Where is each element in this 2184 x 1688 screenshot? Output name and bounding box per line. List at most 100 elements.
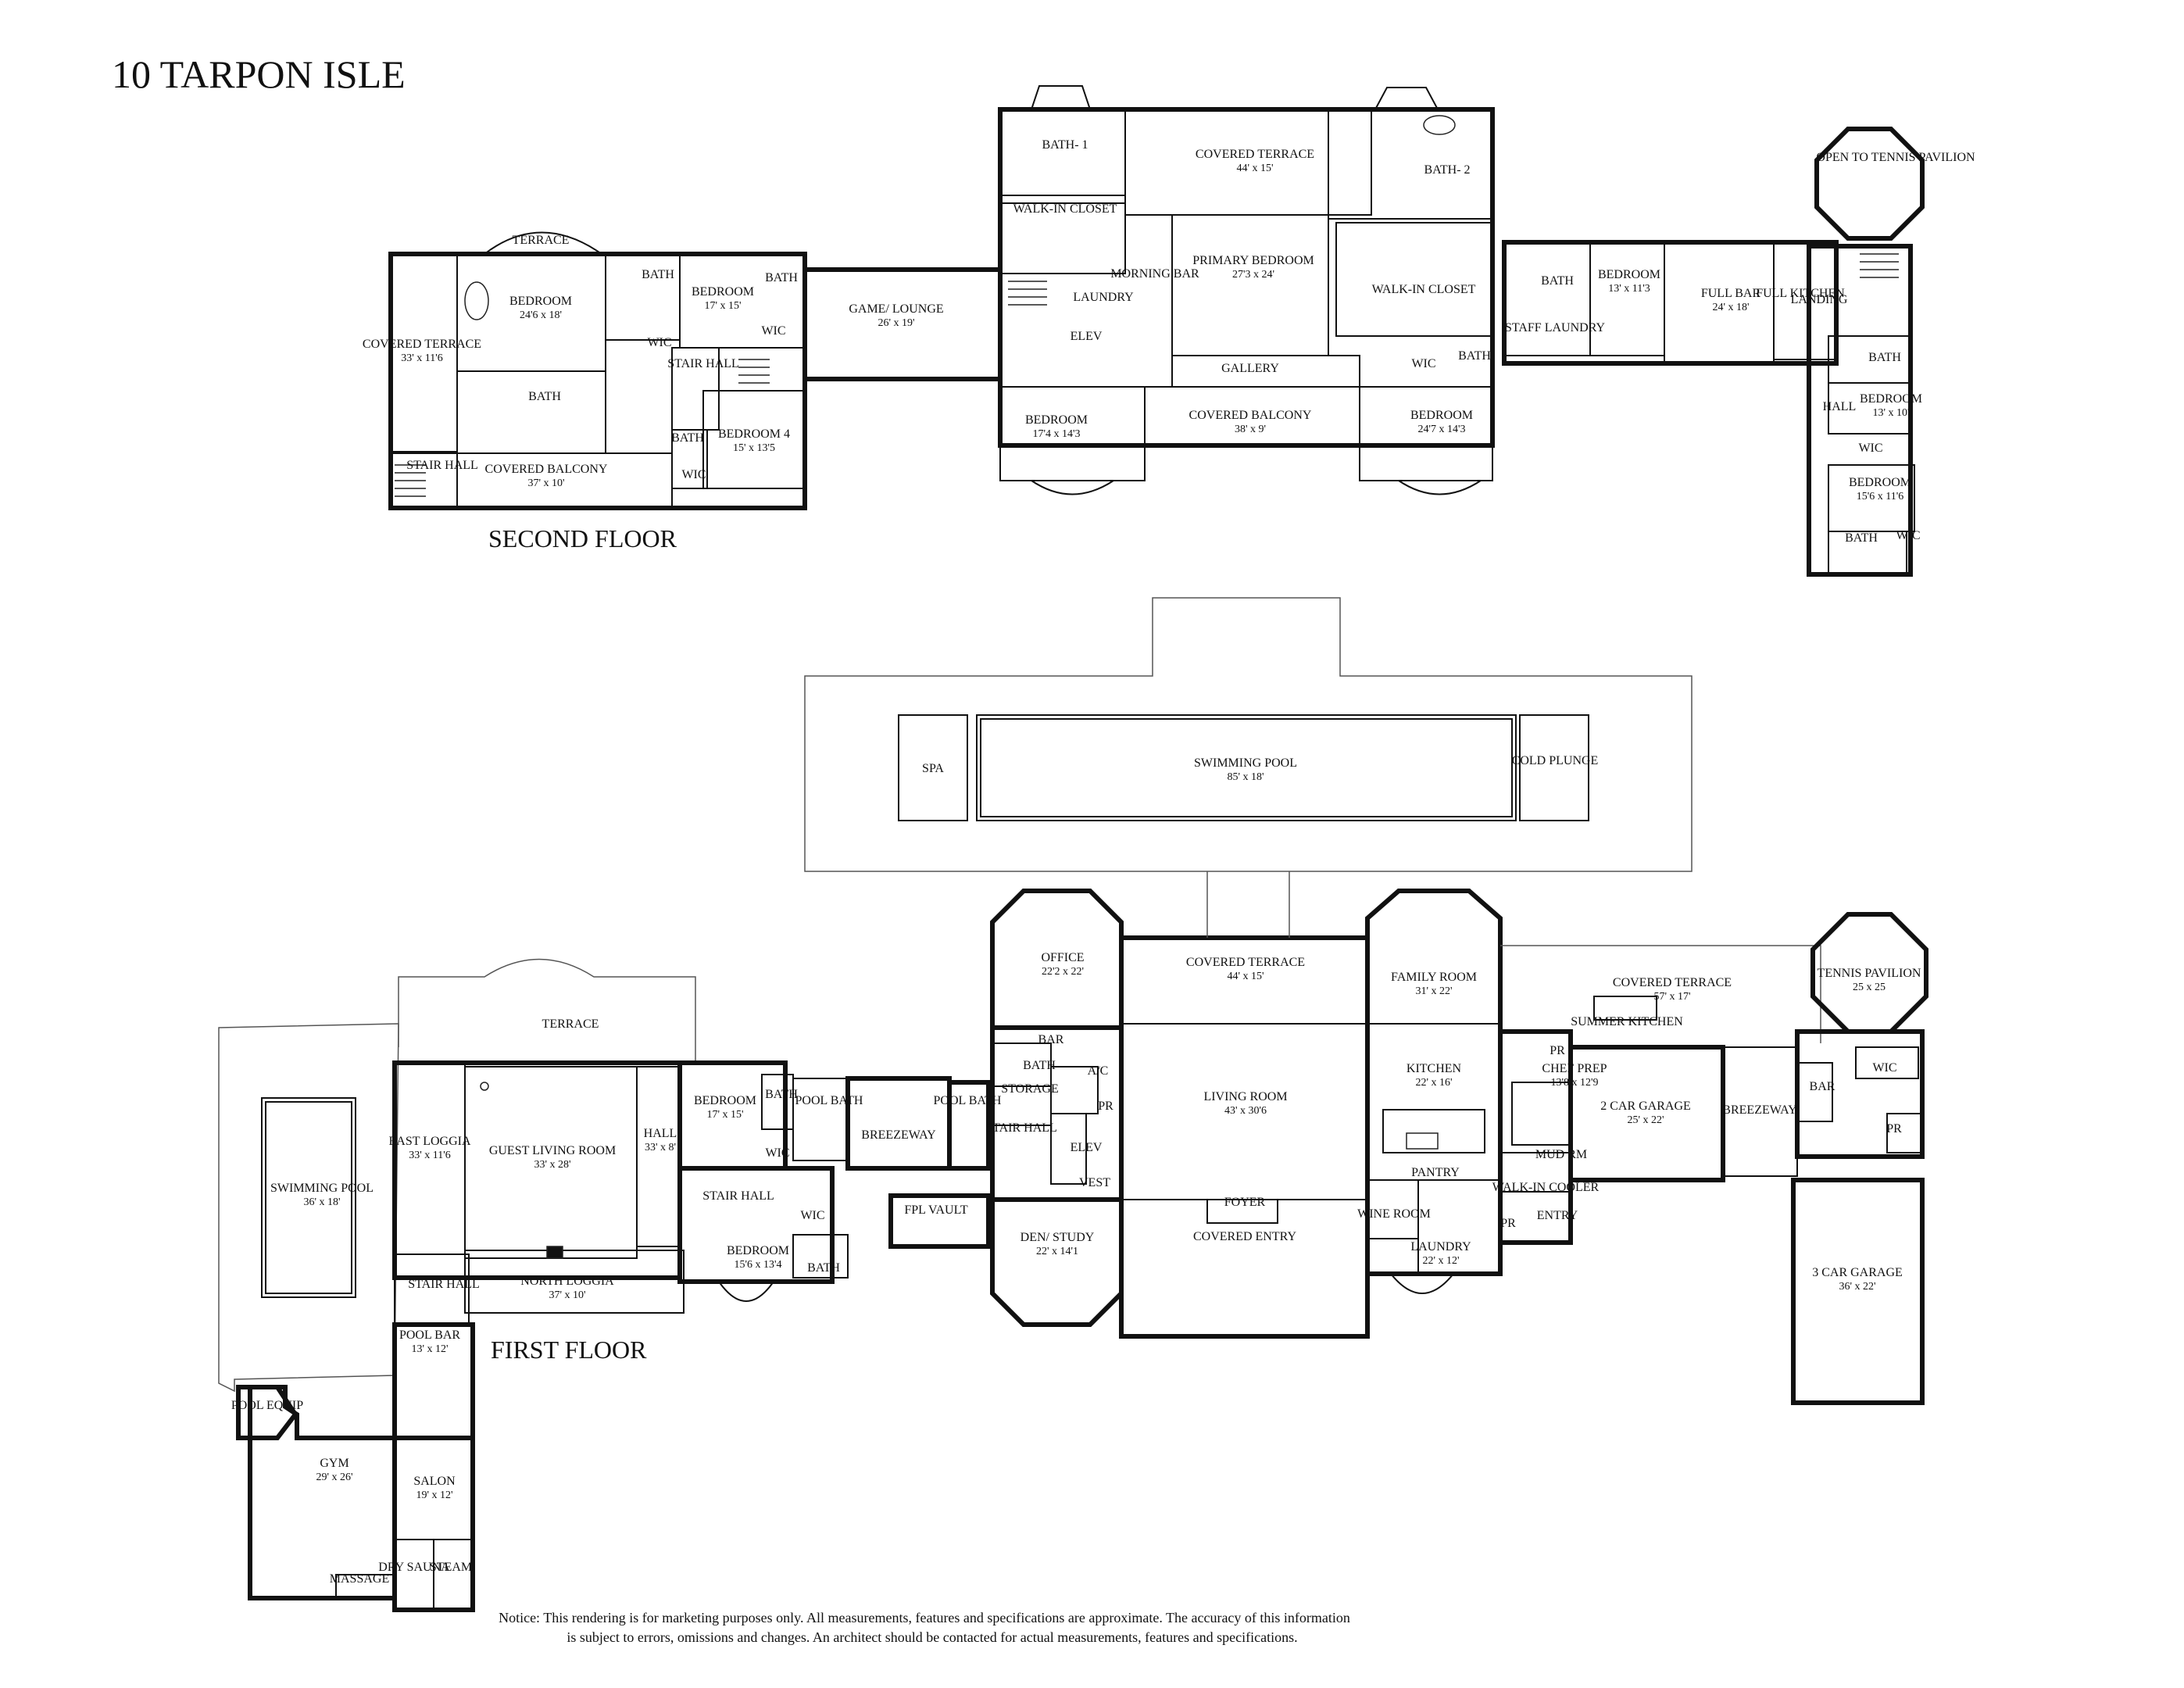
- second-floor-room-dims-21: 44' x 15': [1236, 163, 1273, 174]
- second-floor-room-name-1: BEDROOM: [509, 295, 572, 308]
- second-floor-room-name-23: GALLERY: [1221, 362, 1279, 375]
- second-floor-room-name-29: BATH: [1458, 349, 1491, 363]
- first-floor-room-dims-43: 22' x 12': [1422, 1255, 1459, 1267]
- first-floor-room-name-34: DEN/ STUDY: [1021, 1231, 1095, 1244]
- first-floor-room-name-5: STAIR HALL: [408, 1278, 480, 1291]
- first-floor-room-dims-52: 25' x 22': [1627, 1114, 1664, 1126]
- second-floor-room-name-8: BEDROOM: [692, 285, 754, 299]
- second-floor-room-name-2: COVERED TERRACE: [363, 338, 481, 351]
- second-floor-room-name-33: BEDROOM: [1598, 268, 1660, 281]
- first-floor-room-name-31: STAIR HALL: [985, 1121, 1057, 1135]
- first-floor-room-name-47: MUD RM: [1535, 1148, 1587, 1161]
- first-floor-room-name-45: PR: [1550, 1044, 1565, 1057]
- first-floor-room-name-21: POOL BATH: [795, 1094, 863, 1107]
- first-floor-room-dims-9: 29' x 26': [316, 1472, 352, 1483]
- second-floor-room-name-34: FULL BAR: [1701, 287, 1761, 300]
- first-floor-room-name-7: POOL BAR: [399, 1329, 460, 1342]
- first-floor-room-name-22: BREEZEWAY: [861, 1128, 936, 1142]
- first-floor-room-name-17: STAIR HALL: [702, 1189, 774, 1203]
- first-floor-room-dims-58: 36' x 22': [1839, 1281, 1875, 1293]
- first-floor-room-name-30: PR: [1098, 1100, 1113, 1113]
- second-floor-room-name-27: WALK-IN CLOSET: [1372, 283, 1476, 296]
- second-floor-room-dims-34: 24' x 18': [1712, 302, 1749, 313]
- first-floor-room-name-18: BEDROOM: [727, 1244, 789, 1257]
- first-floor-room-name-33: VEST: [1079, 1176, 1110, 1189]
- first-floor-room-name-15: BATH: [765, 1088, 798, 1101]
- first-floor-room-name-36: LIVING ROOM: [1203, 1090, 1287, 1103]
- second-floor-room-dims-5: 37' x 10': [527, 477, 564, 489]
- second-floor-room-name-22: PRIMARY BEDROOM: [1192, 254, 1314, 267]
- first-floor-room-name-1: SWIMMING POOL: [270, 1182, 374, 1195]
- first-floor-room-name-9: GYM: [320, 1457, 349, 1470]
- second-floor-room-dims-15: 26' x 19': [878, 317, 914, 329]
- first-floor-room-name-26: BAR: [1038, 1033, 1064, 1046]
- first-floor-room-dims-6: 37' x 10': [549, 1289, 585, 1301]
- second-floor-room-name-41: WIC: [1858, 442, 1882, 455]
- first-floor-walls: [218, 871, 1928, 1612]
- first-floor-room-name-58: 3 CAR GARAGE: [1812, 1266, 1903, 1279]
- first-floor-room-name-49: PR: [1500, 1217, 1516, 1230]
- first-floor-room-name-44: SUMMER KITCHEN: [1571, 1015, 1683, 1028]
- first-floor-room-name-8: POOL EQUIP: [231, 1399, 303, 1412]
- second-floor-room-name-42: BEDROOM: [1849, 476, 1911, 489]
- first-floor-room-name-41: PANTRY: [1411, 1166, 1460, 1179]
- second-floor-room-name-6: BATH: [642, 268, 674, 281]
- second-floor-room-name-17: WALK-IN CLOSET: [1013, 202, 1117, 216]
- pool-area-room-name-2: COLD PLUNGE: [1512, 754, 1599, 767]
- first-floor-room-name-42: WINE ROOM: [1357, 1207, 1431, 1221]
- first-floor-room-name-0: TERRACE: [542, 1017, 599, 1031]
- second-floor-room-dims-2: 33' x 11'6: [401, 352, 443, 364]
- second-floor-room-name-26: BATH- 2: [1424, 163, 1470, 177]
- first-floor-room-name-40: KITCHEN: [1407, 1062, 1462, 1075]
- first-floor-room-name-27: BATH: [1023, 1059, 1056, 1072]
- second-floor-room-name-28: WIC: [1411, 357, 1435, 370]
- second-floor-room-dims-12: 15' x 13'5: [733, 442, 775, 454]
- second-floor-room-dims-25: 17'4 x 14'3: [1032, 428, 1080, 440]
- second-floor-label: SECOND FLOOR: [488, 524, 677, 553]
- second-floor-walls: [388, 85, 1925, 577]
- second-floor-room-name-35: FULL KITCHEN: [1756, 287, 1845, 300]
- second-floor-room-name-18: MORNING BAR: [1110, 267, 1199, 281]
- first-floor-room-name-56: BAR: [1810, 1080, 1835, 1093]
- second-floor-room-name-21: COVERED TERRACE: [1196, 148, 1314, 161]
- first-floor-room-name-38: COVERED ENTRY: [1193, 1230, 1296, 1243]
- first-floor-room-name-29: A/C: [1088, 1064, 1109, 1078]
- first-floor-room-dims-39: 31' x 22': [1415, 985, 1452, 997]
- first-floor-room-name-28: STORAGE: [1001, 1082, 1059, 1096]
- first-floor-room-dims-14: 17' x 15': [706, 1109, 743, 1121]
- second-floor-room-name-36: LANDING: [1791, 293, 1848, 306]
- second-floor-room-name-4: STAIR HALL: [406, 459, 478, 472]
- first-floor-room-name-37: FOYER: [1224, 1196, 1266, 1209]
- pool-area-room-name-0: SPA: [922, 762, 944, 775]
- first-floor-room-name-11: MASSAGE: [330, 1572, 389, 1586]
- second-floor-room-name-30: BEDROOM: [1410, 409, 1473, 422]
- first-floor-room-name-19: WIC: [800, 1209, 824, 1222]
- first-floor-room-dims-40: 22' x 16': [1415, 1077, 1452, 1089]
- first-floor-room-name-25: OFFICE: [1041, 951, 1084, 964]
- first-floor-room-name-39: FAMILY ROOM: [1391, 971, 1477, 984]
- second-floor-room-dims-33: 13' x 11'3: [1608, 283, 1650, 295]
- first-floor-room-name-12: DRY SAUNA: [378, 1561, 450, 1574]
- first-floor-room-dims-25: 22'2 x 22': [1042, 966, 1084, 978]
- second-floor-room-name-25: BEDROOM: [1025, 413, 1088, 427]
- second-floor-room-name-0: TERRACE: [513, 234, 570, 247]
- first-floor-room-dims-46: 13'8 x 12'9: [1550, 1077, 1598, 1089]
- second-floor-room-dims-24: 38' x 9': [1235, 424, 1266, 435]
- second-floor-room-name-19: LAUNDRY: [1073, 291, 1134, 304]
- first-floor-room-dims-18: 15'6 x 13'4: [734, 1259, 781, 1271]
- second-floor-room-name-9: BATH: [765, 271, 798, 284]
- second-floor-room-name-32: STAFF LAUNDRY: [1505, 321, 1606, 334]
- first-floor-room-name-23: POOL BATH: [934, 1094, 1002, 1107]
- pool-area-room-name-1: SWIMMING POOL: [1194, 756, 1297, 770]
- second-floor-room-name-43: BATH: [1845, 531, 1878, 545]
- first-floor-room-name-2: EAST LOGGIA: [388, 1135, 470, 1148]
- first-floor-room-dims-34: 22' x 14'1: [1036, 1246, 1078, 1257]
- first-floor-room-name-6: NORTH LOGGIA: [520, 1275, 614, 1288]
- second-floor-room-name-3: BATH: [528, 390, 561, 403]
- first-floor-room-dims-36: 43' x 30'6: [1224, 1105, 1267, 1117]
- second-floor-room-name-10: WIC: [761, 324, 785, 338]
- pool-area-room-dims-1: 85' x 18': [1227, 771, 1264, 783]
- second-floor-room-name-11: STAIR HALL: [667, 357, 739, 370]
